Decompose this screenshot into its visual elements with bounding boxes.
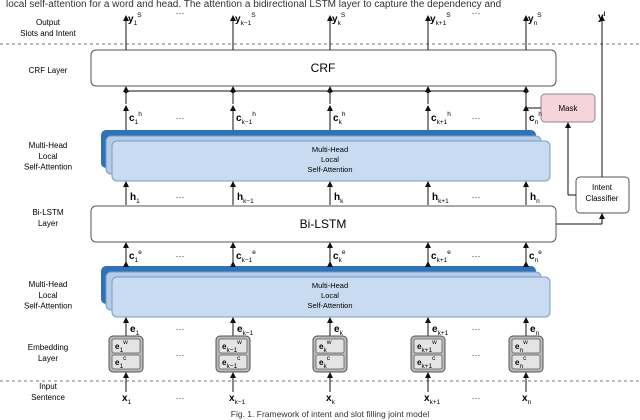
ellipsis: ··· — [472, 8, 481, 18]
context-h-label: c1h — [129, 111, 142, 126]
header-text: local self-attention for a word and head… — [6, 0, 501, 10]
crf-block-label: CRF — [311, 61, 336, 75]
output-slot-label: ykS — [332, 12, 346, 27]
output-slot-label: yk−1S — [235, 12, 256, 27]
word-embedding-cell — [511, 338, 541, 354]
mask-block-label: Mask — [558, 104, 578, 113]
embedding-label: ek+1 — [432, 324, 449, 337]
ellipsis: ··· — [176, 350, 185, 360]
context-e-label: ck−1e — [236, 249, 256, 264]
char-embedding-label: enc — [515, 355, 527, 370]
ellipsis: ··· — [176, 113, 185, 123]
char-embedding-cell — [111, 354, 141, 370]
ellipsis: ··· — [472, 113, 481, 123]
context-e-label: cne — [529, 249, 542, 264]
hidden-state-label: hn — [530, 192, 540, 205]
ellipsis: ··· — [176, 324, 185, 334]
word-embedding-label: ek−1w — [222, 339, 242, 354]
char-embedding-cell — [315, 354, 345, 370]
char-embedding-label: ek−1c — [222, 355, 241, 370]
char-embedding-cell — [511, 354, 541, 370]
word-embedding-label: ekw — [319, 339, 332, 354]
word-embedding-label: enw — [515, 339, 528, 354]
context-h-label: ck+1h — [431, 111, 451, 126]
context-h-label: ck−1h — [236, 111, 256, 126]
embedding-label: ek−1 — [237, 324, 254, 337]
hidden-state-label: hk−1 — [237, 192, 254, 205]
char-embedding-label: e1c — [115, 355, 127, 370]
input-token-label: xk+1 — [424, 393, 441, 406]
word-embedding-cell — [315, 338, 345, 354]
context-e-label: cke — [333, 249, 346, 264]
context-h-label: ckh — [333, 111, 346, 126]
ellipsis-group: ··· ··· ··· ··· ··· ··· ··· ··· ··· ··· ··· ··· ··· ·… — [176, 8, 481, 403]
char-embedding-cell — [218, 354, 248, 370]
ellipsis: ··· — [176, 393, 185, 403]
input-token-label: xk — [326, 393, 336, 406]
context-e-label: ck+1e — [431, 249, 451, 264]
ellipsis: ··· — [176, 251, 185, 261]
embedding-label: e1 — [130, 324, 140, 337]
layer-label-crf: CRF Layer — [29, 66, 68, 75]
ellipsis: ··· — [472, 251, 481, 261]
ellipsis: ··· — [472, 192, 481, 202]
word-embedding-cell — [111, 338, 141, 354]
output-slot-label: ynS — [528, 12, 542, 27]
figure-caption: Fig. 1. Framework of intent and slot fil… — [231, 409, 430, 419]
char-embedding-label: ek+1c — [417, 355, 436, 370]
hidden-state-label: hk — [334, 192, 344, 205]
word-embedding-cell — [218, 338, 248, 354]
embedding-label: en — [530, 324, 540, 337]
char-embedding-cell — [413, 354, 443, 370]
ellipsis: ··· — [472, 350, 481, 360]
context-e-label: c1e — [129, 249, 142, 264]
output-slot-label: yk+1S — [430, 12, 451, 27]
hidden-state-label: hk+1 — [432, 192, 449, 205]
input-token-label: xn — [522, 393, 532, 406]
embedding-label: ek — [334, 324, 344, 337]
ellipsis: ··· — [472, 393, 481, 403]
word-embedding-label: e1w — [115, 339, 128, 354]
bilstm-block-label: Bi-LSTM — [300, 217, 347, 231]
hidden-state-label: h1 — [130, 192, 140, 205]
output-slot-label: y1S — [128, 12, 142, 27]
ellipsis: ··· — [176, 192, 185, 202]
word-embedding-cell — [413, 338, 443, 354]
context-h-label: cnh — [529, 111, 542, 126]
word-embedding-label: ek+1w — [417, 339, 437, 354]
ellipsis: ··· — [472, 324, 481, 334]
char-embedding-label: ekc — [319, 355, 331, 370]
crf-block — [90, 49, 557, 87]
input-token-label: x1 — [122, 393, 132, 406]
ellipsis: ··· — [176, 8, 185, 18]
intent-output-y: yI — [598, 12, 606, 23]
input-token-label: xk−1 — [229, 393, 246, 406]
